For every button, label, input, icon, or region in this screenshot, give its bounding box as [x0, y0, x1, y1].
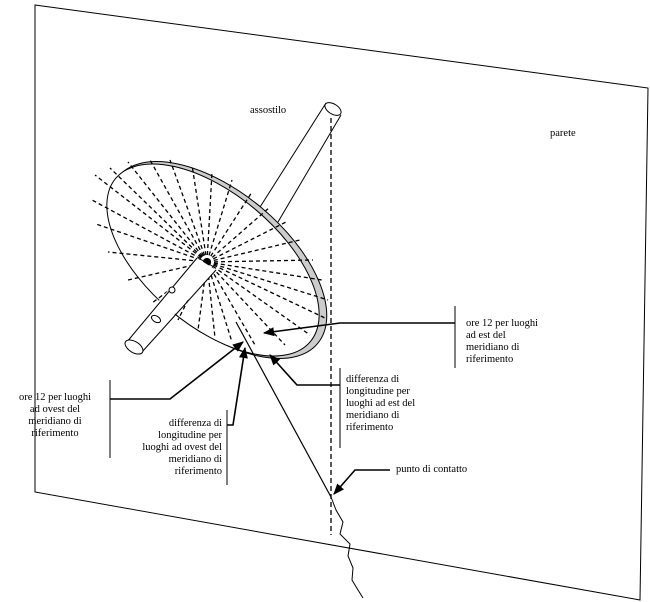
- gnomon-rod-upper: [254, 102, 342, 223]
- shadow-line: [235, 321, 332, 498]
- parete-label: parete: [550, 128, 576, 139]
- wall-crack: [330, 496, 364, 599]
- ore12-est-label: ore 12 per luoghi ad est del meridiano d…: [466, 318, 539, 365]
- diff-est-label: differenza di longitudine per luoghi ad …: [346, 374, 416, 433]
- label-brackets: [109, 306, 456, 485]
- punto-contatto-label: punto di contatto: [396, 464, 468, 475]
- leader-lines: [110, 322, 455, 495]
- diff-ovest-label: differenza di longitudine per luoghi ad …: [142, 418, 222, 477]
- assostilo-label: assostilo: [250, 105, 287, 116]
- wall-plane: [34, 4, 649, 601]
- gnomon-rod-lower: [124, 257, 217, 355]
- hour-lines: [91, 159, 329, 346]
- dial-disc: [106, 163, 320, 357]
- ore12-ovest-label: ore 12 per luoghi ad ovest del meridiano…: [18, 392, 92, 439]
